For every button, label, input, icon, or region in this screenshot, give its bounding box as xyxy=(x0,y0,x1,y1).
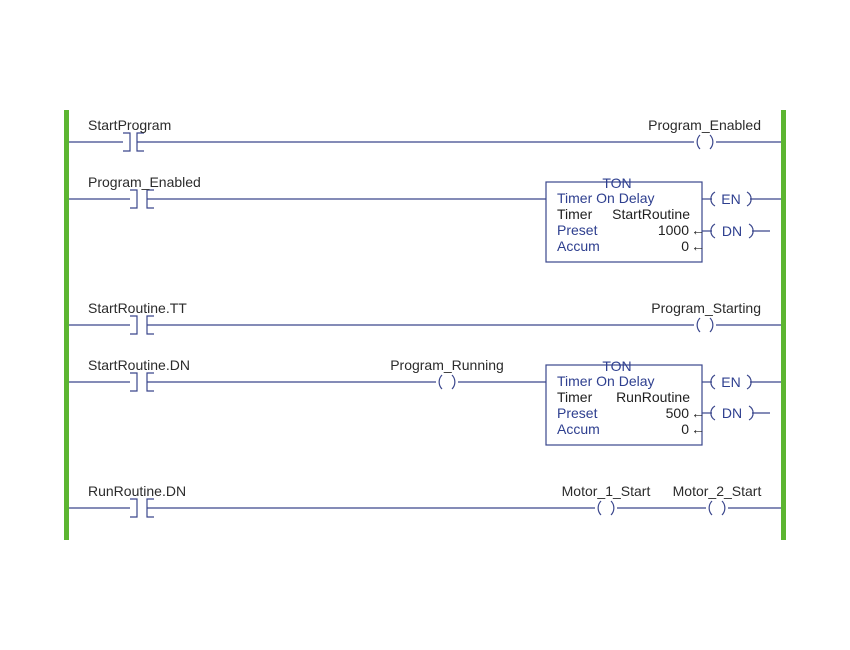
preset-arrow-icon: ← xyxy=(691,405,705,421)
dn-bit: DN xyxy=(722,223,742,239)
rung-0: StartProgram Program_Enabled xyxy=(69,117,781,152)
ton-timer-block-runroutine[interactable]: TON Timer On Delay Timer RunRoutine Pres… xyxy=(545,358,705,446)
timer-label: Timer xyxy=(557,206,593,222)
contact-label: StartRoutine.DN xyxy=(88,357,190,373)
contact-label: StartProgram xyxy=(88,117,171,133)
en-bit: EN xyxy=(721,191,740,207)
accum-value: 0 xyxy=(681,421,689,437)
coil-label: Program_Starting xyxy=(651,300,761,316)
ton-timer-block-startroutine[interactable]: TON Timer On Delay Timer StartRoutine Pr… xyxy=(545,175,705,263)
timer-title: Timer On Delay xyxy=(557,190,655,206)
timer-label: Timer xyxy=(557,389,593,405)
right-power-rail xyxy=(781,110,786,540)
timer-type: TON xyxy=(602,175,631,191)
coil-program-running[interactable] xyxy=(438,374,456,390)
left-power-rail xyxy=(64,110,69,540)
accum-arrow-icon: ← xyxy=(691,238,705,254)
accum-value: 0 xyxy=(681,238,689,254)
rung-1: Program_Enabled TON Timer On Delay Timer… xyxy=(69,174,781,263)
timer-title: Timer On Delay xyxy=(557,373,655,389)
contact-label: RunRoutine.DN xyxy=(88,483,186,499)
contact-label: Program_Enabled xyxy=(88,174,201,190)
preset-value[interactable]: 1000 xyxy=(658,222,689,238)
accum-label: Accum xyxy=(557,238,600,254)
coil-label: Program_Running xyxy=(390,357,504,373)
contact-label: StartRoutine.TT xyxy=(88,300,187,316)
coil-label: Motor_2_Start xyxy=(673,483,762,499)
rung-3: StartRoutine.DN Program_Running TON Time… xyxy=(69,357,781,446)
rung-4: RunRoutine.DN Motor_1_Start Motor_2_Star… xyxy=(69,483,781,518)
coil-label: Program_Enabled xyxy=(648,117,761,133)
timer-type: TON xyxy=(602,358,631,374)
preset-label: Preset xyxy=(557,405,598,421)
coil-program-enabled[interactable] xyxy=(696,134,714,150)
accum-arrow-icon: ← xyxy=(691,421,705,437)
preset-value[interactable]: 500 xyxy=(666,405,690,421)
preset-label: Preset xyxy=(557,222,598,238)
rung-2: StartRoutine.TT Program_Starting xyxy=(69,300,781,335)
accum-label: Accum xyxy=(557,421,600,437)
coil-motor-2-start[interactable] xyxy=(708,500,726,516)
en-bit: EN xyxy=(721,374,740,390)
coil-label: Motor_1_Start xyxy=(562,483,651,499)
coil-motor-1-start[interactable] xyxy=(597,500,615,516)
coil-program-starting[interactable] xyxy=(696,317,714,333)
timer-value: RunRoutine xyxy=(616,389,690,405)
dn-bit: DN xyxy=(722,405,742,421)
timer-value: StartRoutine xyxy=(612,206,690,222)
preset-arrow-icon: ← xyxy=(691,222,705,238)
